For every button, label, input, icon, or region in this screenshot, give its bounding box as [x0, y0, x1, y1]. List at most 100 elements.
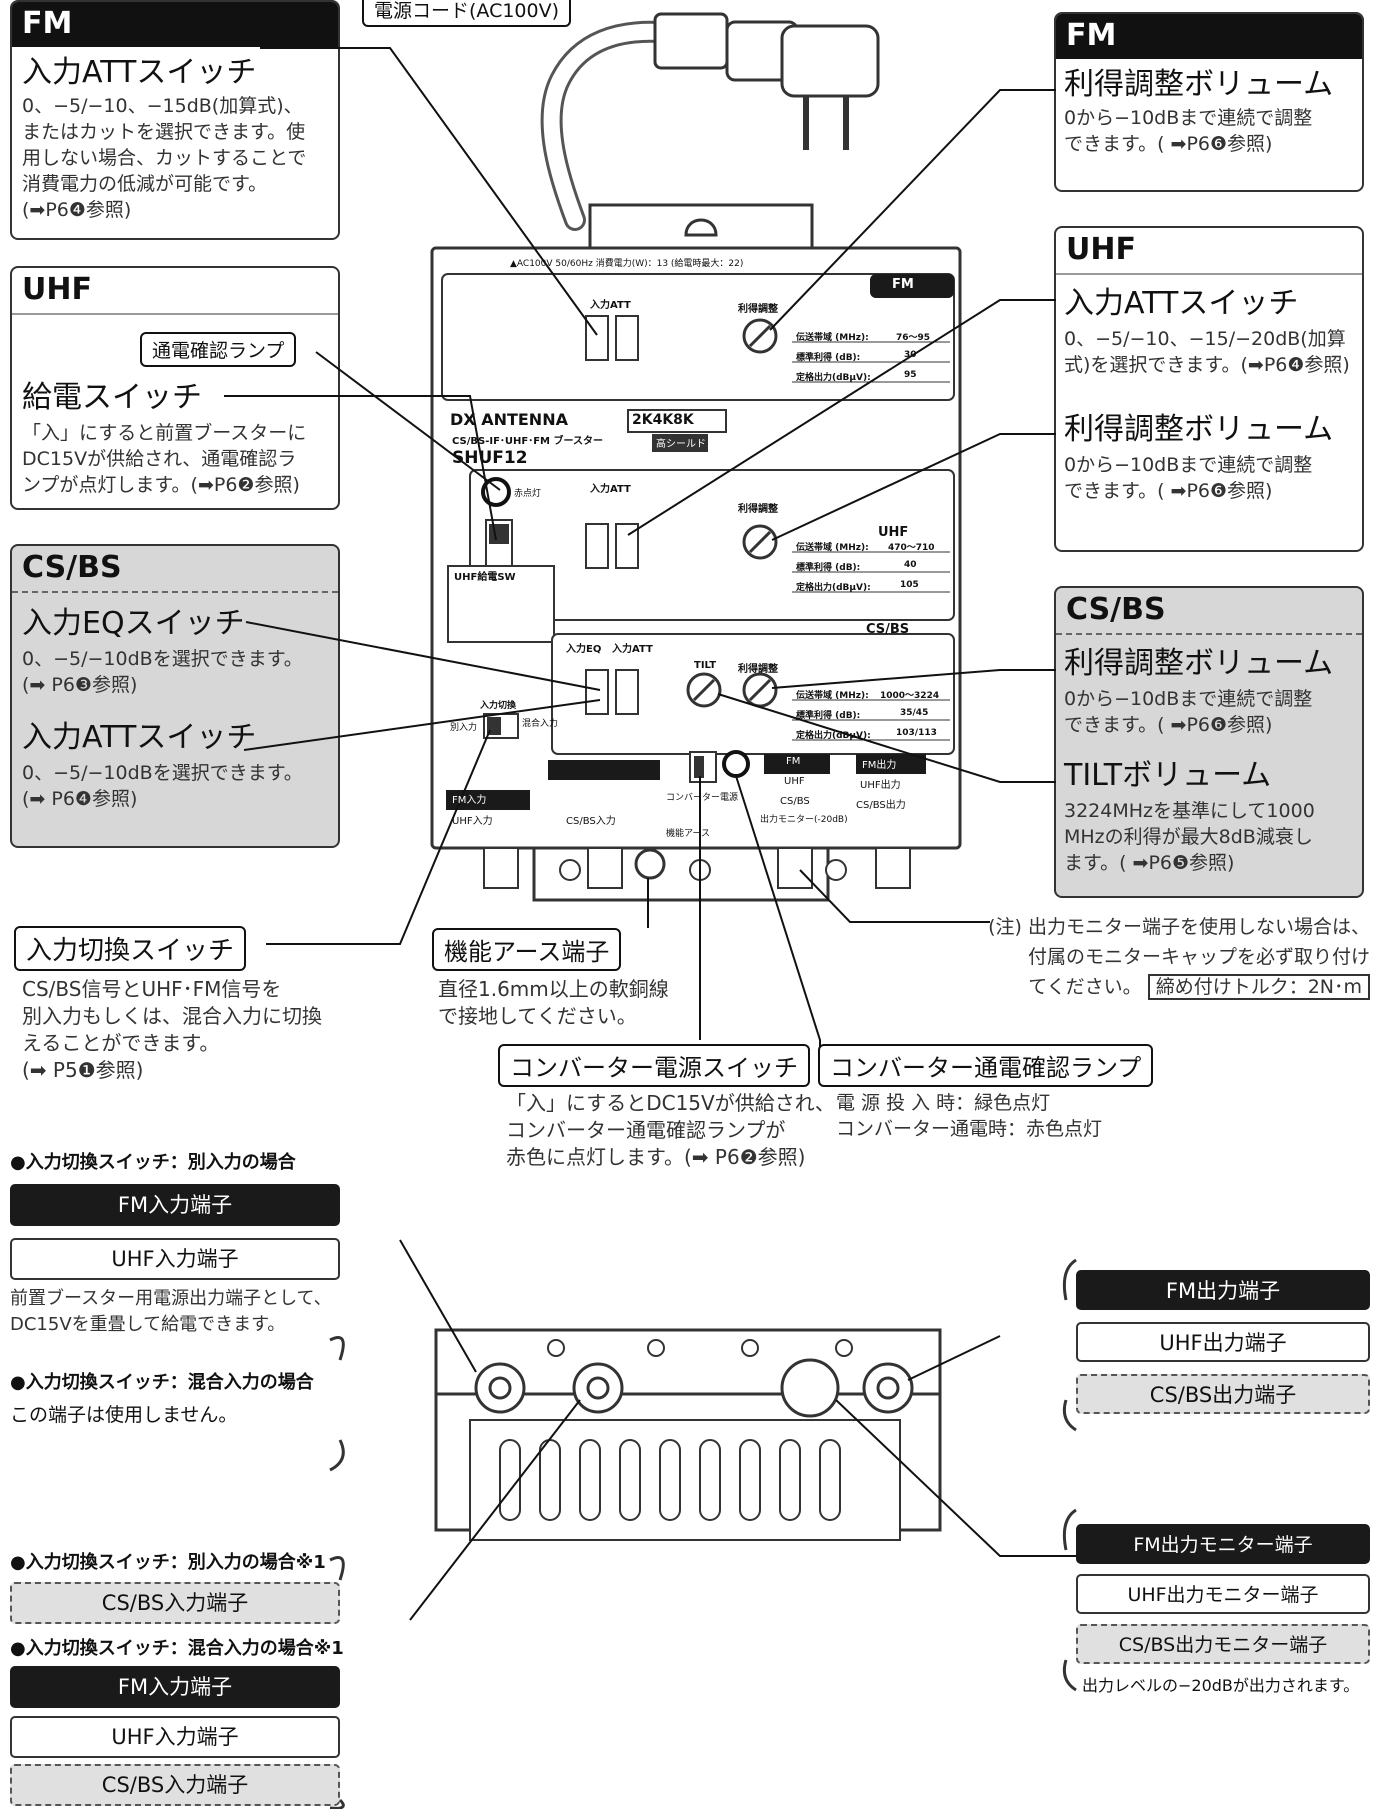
uhf-input-desc: 前置ブースター用電源出力端子として、DC15Vを重畳して給電できます。	[10, 1288, 332, 1335]
fm-spec3-value: 95	[904, 370, 917, 380]
fm-att-label: 入力ATT	[590, 300, 631, 311]
uhf-spec2-value: 40	[904, 560, 917, 570]
csbs-spec3: 定格出力(dBμV):	[796, 731, 871, 741]
uhf-output-terminal: UHF出力端子	[1076, 1322, 1370, 1362]
csbs-panel-label: CS/BS	[866, 622, 910, 637]
csbs-att-switch	[615, 669, 639, 715]
csbs-spec3-value: 103/113	[896, 728, 937, 738]
csbs-out-port: CS/BS出力	[856, 800, 906, 811]
uhf-lamp-label: 赤点灯	[514, 489, 542, 499]
uhf-spec1: 伝送帯域 (MHz):	[796, 543, 869, 553]
fm-spec2: 標準利得 (dB):	[796, 353, 861, 363]
card-title: FM	[12, 2, 338, 47]
product-name: CS/BS-IF･UHF･FM ブースター	[452, 436, 603, 447]
tilt-label: TILT	[694, 660, 717, 671]
case-mixed-label-2: ●入力切換スイッチ：混合入力の場合※1	[10, 1638, 344, 1659]
fm-in-port: FM入力	[452, 795, 487, 806]
item1-desc: 0、−5/−10、−15/−20dB(加算式)を選択できます。(➡P6❹参照)	[1064, 328, 1350, 376]
uhf-spec1-value: 470〜710	[888, 543, 935, 553]
uhf-gain-label: 利得調整	[738, 504, 778, 515]
item1-title: 入力EQスイッチ	[22, 606, 245, 641]
item-title: 利得調整ボリューム	[1064, 67, 1334, 102]
earth-title: 機能アース端子	[432, 928, 622, 971]
uhf-spec3: 定格出力(dBμV):	[796, 583, 871, 593]
csbs-input-terminal-2: CS/BS入力端子	[10, 1764, 340, 1806]
format-badge	[627, 409, 727, 433]
power-plug	[780, 24, 880, 98]
csbs-spec1: 伝送帯域 (MHz):	[796, 691, 869, 701]
csbs-gain-label: 利得調整	[738, 664, 778, 675]
mon-uhf-label: UHF	[784, 776, 805, 787]
earth-label: 機能アース	[666, 829, 711, 839]
fm-panel-label: FM	[892, 277, 914, 292]
uhf-input-terminal-2: UHF入力端子	[10, 1716, 340, 1758]
fm-gain-card: FM 利得調整ボリューム 0から−10dBまで連続で調整できます。( ➡P6❻参…	[1054, 12, 1364, 192]
item1-title: 入力ATTスイッチ	[1064, 286, 1299, 321]
csbs-eq-switch	[585, 669, 609, 715]
uhf-spec3-value: 105	[900, 580, 919, 590]
card-title: UHF	[12, 268, 338, 315]
format-badge-text: 2K4K8K	[632, 412, 694, 428]
fm-spec1: 伝送帯域 (MHz):	[796, 333, 869, 343]
monitor-label: 出力モニター(-20dB)	[760, 815, 848, 825]
monitor-cap-note: (注) 出力モニター端子を使用しない場合は、 付属のモニターキャップを必ず取り付…	[988, 916, 1370, 1000]
card-title: CS/BS	[1056, 588, 1362, 635]
case-separate-label: ●入力切換スイッチ：別入力の場合	[10, 1152, 296, 1173]
monitor-level-note: 出力レベルの−20dBが出力されます。	[1082, 1676, 1360, 1695]
csbs-att-label: 入力ATT	[612, 644, 653, 655]
card-title: FM	[1056, 14, 1362, 59]
fm-uhf-in-connector	[483, 847, 519, 889]
uhf-panel-label: UHF	[878, 525, 909, 540]
item2-desc: 0、−5/−10dBを選択できます。(➡ P6❹参照)	[22, 762, 303, 810]
uhf-power-sw-label-box	[447, 565, 555, 643]
item1-desc: 0、−5/−10dBを選択できます。(➡ P6❸参照)	[22, 648, 303, 696]
uhf-sw-label: UHF給電SW	[454, 572, 516, 583]
fm-input-terminal-2: FM入力端子	[10, 1666, 340, 1708]
csbs-input-terminal: CS/BS入力端子	[10, 1582, 340, 1624]
uhf-input-terminal: UHF入力端子	[10, 1238, 340, 1280]
shield-text: 高シールド	[656, 439, 706, 450]
unused-note: この端子は使用しません。	[10, 1404, 238, 1426]
input-switch-desc: CS/BS信号とUHF･FM信号を別入力もしくは、混合入力に切換えることができま…	[22, 977, 322, 1082]
power-spec: ▲AC100V 50/60Hz 消費電力(W)：13 (給電時最大：22)	[510, 259, 744, 269]
item1-desc: 0から−10dBまで連続で調整できます。( ➡P6❻参照)	[1064, 688, 1313, 736]
fm-spec2-value: 30	[904, 350, 917, 360]
csbs-eq-label: 入力EQ	[566, 644, 602, 655]
card-title: UHF	[1056, 228, 1362, 275]
earth-terminal	[634, 848, 666, 880]
item2-title: 入力ATTスイッチ	[22, 720, 257, 755]
input-select-label: 入力切換	[480, 701, 517, 711]
csbs-left-card: CS/BS 入力EQスイッチ 0、−5/−10dBを選択できます。(➡ P6❸参…	[10, 544, 340, 848]
input-switch-title: 入力切換スイッチ	[14, 926, 247, 971]
mon-csbs-label: CS/BS	[780, 796, 810, 807]
fm-att-switch-2	[615, 315, 639, 361]
uhf-panel	[469, 469, 955, 621]
card-title: CS/BS	[12, 546, 338, 593]
monitor-connector	[777, 847, 813, 889]
conv-lamp-desc: 電 源 投 入 時：緑色点灯コンバーター通電時：赤色点灯	[836, 1092, 1103, 1140]
bottom-monitor	[780, 1358, 840, 1418]
case-separate-label-2: ●入力切換スイッチ：別入力の場合※1	[10, 1552, 326, 1573]
conv-lamp-title: コンバーター通電確認ランプ	[818, 1044, 1154, 1087]
mixed-input-label: 混合入力	[522, 719, 559, 729]
uhf-in-port: UHF入力	[452, 816, 493, 827]
separate-input-label: 別入力	[450, 723, 478, 733]
csbs-spec1-value: 1000〜3224	[880, 691, 940, 701]
uhf-right-card: UHF 入力ATTスイッチ 0、−5/−10、−15/−20dB(加算式)を選択…	[1054, 226, 1364, 552]
item-title: 入力ATTスイッチ	[22, 55, 257, 90]
uhf-att-switch-2	[615, 523, 639, 569]
csbs-spec2: 標準利得 (dB):	[796, 711, 861, 721]
conv-switch-title: コンバーター電源スイッチ	[498, 1044, 810, 1087]
fm-in-port-label-box	[446, 790, 530, 810]
uhf-monitor-terminal: UHF出力モニター端子	[1076, 1574, 1370, 1614]
csbs-monitor-terminal: CS/BS出力モニター端子	[1076, 1624, 1370, 1664]
case-mixed-label: ●入力切換スイッチ：混合入力の場合	[10, 1372, 314, 1393]
brand-name: DX ANTENNA	[450, 410, 568, 429]
uhf-spec2: 標準利得 (dB):	[796, 563, 861, 573]
csbs-spec2-value: 35/45	[900, 708, 929, 718]
csbs-output-terminal: CS/BS出力端子	[1076, 1374, 1370, 1414]
fm-output-terminal: FM出力端子	[1076, 1270, 1370, 1310]
